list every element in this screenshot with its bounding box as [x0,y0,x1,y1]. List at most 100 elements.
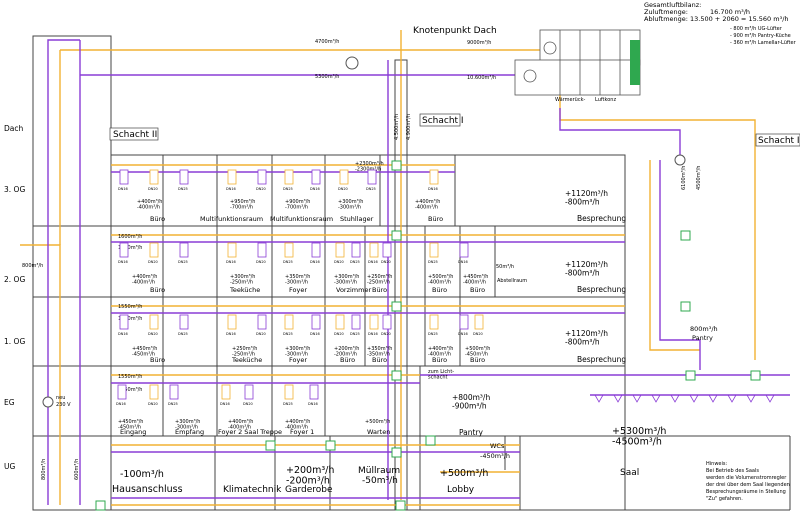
connector-box-icon [750,370,761,381]
room-name: Eingang [120,428,146,436]
zuluft-value: 16.700 m³/h [710,8,750,16]
room-name: Vorzimmer [336,286,371,294]
air-outlet-icon [459,242,469,258]
floor-label: 1. OG [4,337,25,346]
air-outlet-icon [311,242,321,258]
summary-note: - 360 m³/h Lamellar-Lüfter [730,40,797,46]
floor-label: 2. OG [4,275,25,284]
roof-flow: 10.600m³/h [467,75,496,81]
connector-box-icon [425,435,436,446]
air-outlet-icon [429,169,439,185]
rooms-2og: +400m³/h-400m³/h Büro +300m³/h-250m³/h T… [132,260,626,294]
shaft3-fan-icon [674,154,686,166]
summary-note: - 800 m³/h UG-Lüfter [730,26,783,32]
room-name: Besprechung [577,355,626,364]
summary-title: Gesamtluftbilanz: [644,1,701,9]
air-handling-unit [514,29,641,96]
room-name: Büro [428,215,443,223]
dn-label: DN20 [473,332,483,336]
room-name: Büro [340,356,355,364]
room-name: Klimatechnik [223,485,282,495]
room-name: Saal [620,468,639,478]
air-outlet-icon [339,169,349,185]
saal-diffuser-icon [670,394,680,403]
air-outlet-icon [311,169,321,185]
dn-label: DN25 [178,260,188,264]
left-flow: 800m³/h [22,263,43,269]
ahu-fan-icon [523,69,537,83]
air-outlet-icon [257,242,267,258]
air-outlet-icon [257,169,267,185]
room-name: Stuhllager [340,215,374,223]
room-flow: 800m³/h [690,325,718,333]
air-outlet-icon [369,314,379,330]
room-name: Besprechung [577,285,626,294]
dn-label: DN16 [310,187,320,191]
left-flow: 1550m³/h [118,387,142,393]
air-outlet-icon [227,169,237,185]
roof-flow: 4.500m³/h [394,114,400,140]
room-flow: +350m³/h-300m³/h [285,274,310,286]
connector-box-icon [391,447,402,458]
room-name: Teeküche [231,356,262,364]
saal-diffuser-icon [746,394,756,403]
summary-note: - 900 m³/h Pantry-Küche [730,33,791,39]
air-outlet-icon [149,169,159,185]
dn-label: DN25 [178,332,188,336]
dn-label: DN20 [256,187,266,191]
room-flow: +450m³/h-450m³/h [132,346,157,358]
room-flow: +400m³/h-400m³/h [285,419,310,431]
exhaust-ducts [47,39,790,505]
dn-label: DN16 [226,187,236,191]
room-flow: +400m³/h-400m³/h [415,199,440,211]
air-outlet-icon [429,242,439,258]
shaft-3-label-box [755,133,800,147]
dn-label: DN25 [168,402,178,406]
room-flow: +900m³/h-700m³/h [285,199,310,211]
dn-label: DN16 [308,402,318,406]
connector-box-icon [680,301,691,312]
zuluft-label: Zuluftmenge: [644,8,688,16]
room-flow: +400m³/h-400m³/h [428,346,453,358]
air-outlet-icon [284,384,294,400]
air-outlet-icon [335,314,345,330]
room-name: zum Licht-schacht [428,369,454,381]
air-outlet-icon [149,314,159,330]
dn-label: DN16 [368,260,378,264]
room-flow: +300m³/h-250m³/h [230,274,255,286]
saal-diffuser-icon [727,394,737,403]
roof-flow: 9000m³/h [467,40,491,46]
connector-box-icon [95,500,106,511]
room-name: Hausanschluss [112,484,183,495]
room-flow: +500m³/h-450m³/h [465,346,490,358]
dn-label: DN25 [350,260,360,264]
connector-box-icon [391,301,402,312]
dn-label: DN16 [226,260,236,264]
knotenpunkt-label: Knotenpunkt Dach [413,26,497,36]
room-flow: +450m³/h-400m³/h [463,274,488,286]
dn-label: DN16 [428,187,438,191]
dn-label: DN16 [226,332,236,336]
air-outlet-icon [119,169,129,185]
room-flow: +400m³/h-400m³/h [132,274,157,286]
room-flow: +300m³/h-300m³/h [285,346,310,358]
air-outlet-icon [311,314,321,330]
shaft-2-label: Schacht II [113,130,157,140]
dn-label: DN20 [243,402,253,406]
left-flow: 1550m³/h [118,316,142,322]
room-name: Büro [150,356,165,364]
air-outlet-icon [309,384,319,400]
air-outlet-icon [474,314,484,330]
room-name: Müllraum [358,466,400,476]
air-outlet-icon [429,314,439,330]
hinweis-line: Bei Betrieb des Saals [706,468,759,474]
left-flow: 600m³/h [74,459,80,480]
air-outlet-icon [284,169,294,185]
room-name: Büro [432,356,447,364]
room-name: Pantry [459,428,484,437]
saal-diffuser-icon [765,394,775,403]
hinweis-line: Besprechungsräume in Stellung [706,489,786,495]
dn-label: DN20 [256,332,266,336]
